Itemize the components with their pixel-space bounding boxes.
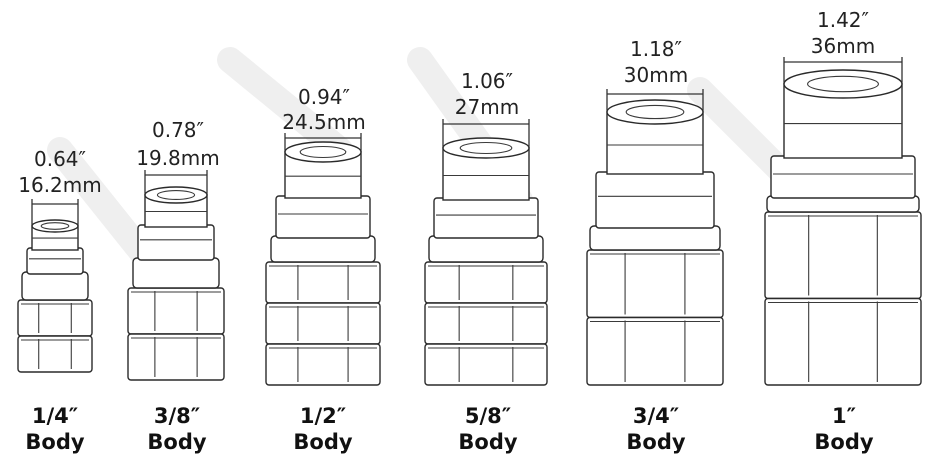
fitting-2-mm-dimension: 19.8mm <box>136 146 220 170</box>
fitting-4-collar <box>428 235 544 263</box>
fitting-4-body-label: Body <box>458 430 518 454</box>
fitting-4-inch-dimension: 1.06″ <box>460 69 513 93</box>
fitting-1-inch-dimension: 0.64″ <box>33 147 86 171</box>
fitting-1-body-label: Body <box>25 430 85 454</box>
fitting-5-size-label: 3/4″ <box>632 404 680 428</box>
fitting-3-body-label: Body <box>293 430 353 454</box>
fitting-4-stem <box>433 197 539 239</box>
fitting-1-stem <box>26 247 84 275</box>
fitting-6-top-face <box>783 69 903 99</box>
fitting-3-hex-section <box>265 343 381 386</box>
fitting-5-top-face <box>606 99 704 125</box>
fitting-1-collar <box>21 271 89 301</box>
fitting-6-hex-section <box>764 211 922 300</box>
fitting-2-stem <box>137 224 215 261</box>
fitting-2-bore <box>156 190 196 200</box>
fitting-2-top-face <box>144 186 208 204</box>
fitting-1-hex-section <box>17 299 93 337</box>
fitting-2-inch-dimension: 0.78″ <box>151 118 204 142</box>
fitting-2-body-label: Body <box>147 430 207 454</box>
fitting-5-hex-section <box>586 249 724 319</box>
fitting-4-hex-section <box>424 343 548 386</box>
fitting-6-bore <box>807 75 879 93</box>
fitting-4-hex-section <box>424 302 548 345</box>
fitting-2 <box>127 170 225 381</box>
fitting-6-stem <box>770 155 916 199</box>
fitting-1-top-face <box>31 219 79 233</box>
fitting-5-collar <box>589 225 721 251</box>
fitting-4-bore <box>459 141 513 155</box>
fitting-3-hex-section <box>265 302 381 345</box>
fitting-5-body-label: Body <box>626 430 686 454</box>
fitting-4-mm-dimension: 27mm <box>454 95 520 119</box>
fitting-5-hex-section <box>586 316 724 386</box>
fitting-1-hex-section <box>17 335 93 373</box>
fitting-3-collar <box>270 235 376 263</box>
fitting-3 <box>265 133 381 386</box>
fitting-4-top-face <box>442 137 530 159</box>
fitting-3-top-face <box>284 141 362 163</box>
fitting-1-mm-dimension: 16.2mm <box>18 173 102 197</box>
fitting-1 <box>17 199 93 373</box>
fitting-4-size-label: 5/8″ <box>464 404 512 428</box>
fitting-6-body-label: Body <box>814 430 874 454</box>
fitting-1-bore <box>40 222 70 230</box>
fitting-2-hex-section <box>127 287 225 335</box>
fitting-3-inch-dimension: 0.94″ <box>297 85 350 109</box>
fitting-6-hex-section <box>764 297 922 386</box>
fitting-2-hex-section <box>127 333 225 381</box>
fitting-4-hex-section <box>424 261 548 304</box>
fitting-4 <box>424 119 548 386</box>
fitting-5-stem <box>595 171 715 229</box>
fitting-5-mm-dimension: 30mm <box>623 63 689 87</box>
fitting-3-mm-dimension: 24.5mm <box>282 110 366 134</box>
fitting-6 <box>764 57 922 386</box>
fitting-6-inch-dimension: 1.42″ <box>816 8 869 32</box>
fitting-3-stem <box>275 195 371 239</box>
fitting-5 <box>586 89 724 386</box>
fitting-3-hex-section <box>265 261 381 304</box>
fitting-6-mm-dimension: 36mm <box>810 34 876 58</box>
fitting-3-bore <box>299 145 347 159</box>
watermark <box>47 47 863 313</box>
fitting-5-inch-dimension: 1.18″ <box>629 37 682 61</box>
fitting-1-size-label: 1/4″ <box>31 404 79 428</box>
fitting-2-collar <box>132 257 220 289</box>
fitting-2-size-label: 3/8″ <box>153 404 201 428</box>
fitting-6-size-label: 1″ <box>832 404 856 428</box>
fitting-5-bore <box>625 104 685 120</box>
fitting-3-size-label: 1/2″ <box>299 404 347 428</box>
